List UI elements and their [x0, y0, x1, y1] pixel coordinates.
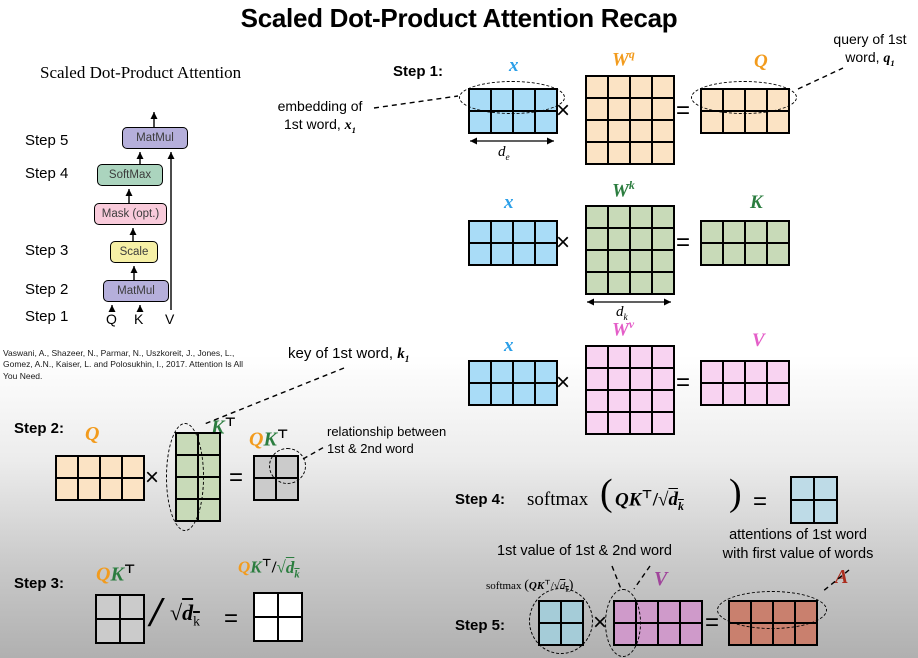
dashed-ellipse-a-row [717, 591, 827, 629]
key-note: key of 1st word, k1 [288, 344, 409, 366]
flow-box-scale: Scale [110, 241, 158, 263]
step4-heading: Step 4: [455, 491, 506, 508]
step5-v-label: V [654, 568, 668, 590]
step5-softmax-formula: softmax (QK⊤/√dk) [486, 578, 574, 595]
citation: Vaswani, A., Shazeer, N., Parmar, N., Us… [3, 348, 244, 381]
wq-label: Wq [612, 48, 635, 71]
x-label-1: x [509, 55, 519, 76]
step2-times-sign: × [145, 464, 160, 491]
equals-sign-2: = [676, 229, 691, 256]
step5-a-label: A [835, 566, 849, 588]
step4-softmax-text: softmax [527, 489, 589, 510]
wk-label: Wk [612, 179, 635, 202]
dashed-ellipse-v-column [605, 589, 641, 657]
step2-heading: Step 2: [14, 420, 65, 437]
flow-box-softmax: SoftMax [97, 164, 163, 186]
query-math: q1 [883, 51, 895, 69]
step5-equals-sign: = [705, 609, 720, 636]
matrix-k [700, 220, 790, 266]
matrix-step3-result [253, 592, 303, 642]
flow-step1-label: Step 1 [25, 308, 69, 325]
step3-divide-sign: / [150, 590, 162, 636]
step3-equals-sign: = [224, 605, 239, 632]
matrix-wv [585, 345, 675, 435]
dashed-ellipse-x-row [459, 81, 565, 114]
wq-base: W [612, 49, 629, 71]
wv-superscript: v [628, 318, 635, 331]
value-note: 1st value of 1st & 2nd word [497, 543, 672, 559]
flow-step3-label: Step 3 [25, 242, 69, 259]
flow-input-v: V [165, 311, 175, 327]
q-label: Q [754, 51, 768, 72]
dk-dim-label: dk [616, 304, 628, 323]
relationship-note: relationship between 1st & 2nd word [327, 424, 447, 457]
step2-q-label: Q [85, 423, 100, 445]
dashed-ellipse-kt-column [166, 423, 204, 531]
x-label-3: x [504, 335, 514, 356]
step3-heading: Step 3: [14, 575, 65, 592]
matrix-wq [585, 75, 675, 165]
step5-heading: Step 5: [455, 617, 506, 634]
step4-rparen: ) [729, 472, 742, 514]
times-sign-3: × [556, 369, 571, 396]
v-label: V [752, 330, 765, 351]
wv-base: W [612, 319, 629, 341]
step2-qkt-label: QK⊤ [249, 427, 289, 451]
times-sign-2: × [556, 229, 571, 256]
step2-equals-sign: = [229, 464, 244, 491]
wk-superscript: k [628, 179, 635, 192]
embedding-math: x1 [344, 118, 357, 136]
dashed-ellipse-softmax-matrix [529, 588, 593, 654]
k-label: K [750, 192, 763, 213]
query-note: query of 1st word, q1 [824, 30, 916, 70]
step3-result-label: QK⊤/√dk [238, 557, 300, 581]
step1-heading: Step 1: [393, 63, 444, 80]
attention-note: attentions of 1st word with first value … [722, 527, 874, 563]
x-label-2: x [504, 192, 514, 213]
wk-base: W [612, 180, 629, 202]
query-note-text: query of 1st word, [833, 31, 907, 66]
flow-input-q: Q [106, 311, 117, 327]
step3-sqrt-dk: √dk [170, 600, 200, 629]
step5-times-sign: × [593, 609, 608, 636]
flow-step4-label: Step 4 [25, 165, 69, 182]
flow-box-matmul-bottom: MatMul [103, 280, 169, 302]
step3-qkt-label: QK⊤ [96, 562, 136, 586]
equals-sign-3: = [676, 369, 691, 396]
matrix-step4-result [790, 476, 838, 524]
matrix-step3-qkt [95, 594, 145, 644]
matrix-step2-q [55, 455, 145, 501]
step4-formula: QK⊤/√dk [615, 488, 684, 514]
key-note-text: key of 1st word, [288, 345, 398, 362]
matrix-v [700, 360, 790, 406]
equals-sign-1: = [676, 97, 691, 124]
dashed-ellipse-q-row [691, 81, 797, 114]
flow-diagram-title: Scaled Dot-Product Attention [40, 63, 242, 82]
embedding-note: embedding of 1st word, x1 [266, 97, 374, 137]
matrix-wk [585, 205, 675, 295]
page-title: Scaled Dot-Product Attention Recap [240, 3, 678, 33]
step4-equals-sign: = [753, 488, 768, 515]
flow-input-k: K [134, 311, 144, 327]
dashed-circle-qkt-cell [269, 448, 306, 484]
flow-box-mask: Mask (opt.) [94, 203, 167, 225]
key-math: k1 [397, 346, 410, 365]
matrix-x-row3 [468, 360, 558, 406]
flow-step2-label: Step 2 [25, 281, 69, 298]
flow-box-matmul-top: MatMul [122, 127, 188, 149]
embedding-note-text: embedding of 1st word, [277, 98, 363, 133]
kt-transpose-sup: ⊤ [224, 415, 237, 429]
flow-step5-label: Step 5 [25, 132, 69, 149]
step4-lparen: ( [600, 472, 613, 514]
wq-superscript: q [628, 48, 635, 61]
de-dim-label: de [498, 144, 510, 163]
matrix-x-row2 [468, 220, 558, 266]
wv-label: Wv [612, 318, 634, 341]
